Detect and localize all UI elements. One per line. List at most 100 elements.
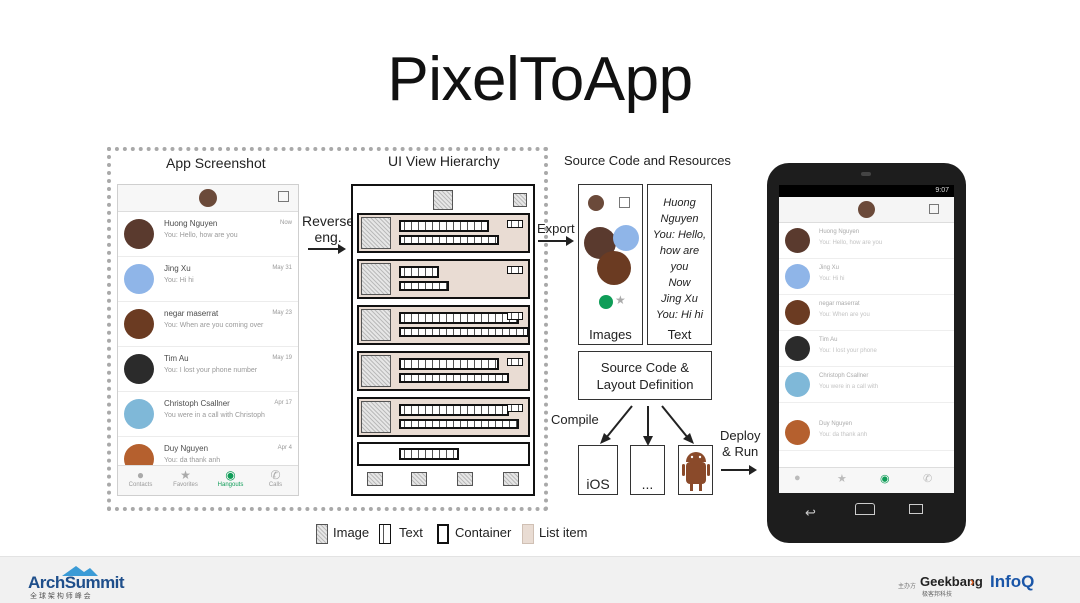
phone-contact-name: Tim Au — [819, 337, 837, 343]
hier-name-text — [399, 358, 499, 370]
legend-image-swatch — [316, 524, 328, 544]
contact-avatar — [124, 219, 154, 249]
hier-date-text — [507, 358, 523, 366]
compile-arrows — [590, 402, 700, 448]
contact-message: You: Hello, how are you — [164, 232, 238, 239]
recents-icon — [909, 504, 923, 514]
hier-date-text — [507, 404, 523, 412]
phone-contact-avatar — [785, 300, 810, 325]
images-box: ★ Images — [578, 184, 643, 345]
contact-date: Apr 17 — [274, 400, 292, 406]
other-target: ... — [630, 445, 665, 495]
phone-contact-avatar — [785, 372, 810, 397]
phone-contact-name: negar maserrat — [819, 301, 860, 307]
hier-last-text — [399, 448, 459, 460]
phone-bottom-nav: ● ★ ◉ ✆ — [779, 467, 954, 493]
hier-avatar-image — [361, 217, 391, 249]
phone-compose-icon — [929, 204, 939, 214]
archsummit-subtitle: 全 球 架 构 师 峰 会 — [30, 591, 91, 601]
status-bar: 9:07 — [779, 185, 954, 197]
phone-toolbar — [779, 197, 954, 223]
phone-contact-avatar — [785, 336, 810, 361]
hier-avatar-image — [361, 401, 391, 433]
hier-date-text — [507, 266, 523, 274]
geekbang-subtitle: 极客邦科技 — [922, 589, 952, 598]
phone-speaker — [861, 172, 871, 176]
phone-nav-contacts-icon: ● — [794, 472, 801, 484]
contact-name: Jing Xu — [164, 264, 191, 273]
res-avatar-2 — [613, 225, 639, 251]
export-label: Export — [537, 221, 575, 236]
contact-name: Tim Au — [164, 354, 189, 363]
hier-message-text — [399, 419, 519, 429]
phone-contact-name: Huong Nguyen — [819, 229, 859, 235]
hier-avatar-image — [361, 355, 391, 387]
app-screenshot: Huong NguyenYou: Hello, how are you NowJi… — [117, 184, 299, 496]
res-star-icon: ★ — [615, 293, 626, 307]
contact-name: negar maserrat — [164, 309, 218, 318]
contact-date: Now — [280, 220, 292, 226]
res-avatar-small — [588, 195, 604, 211]
contact-name: Duy Nguyen — [164, 444, 208, 453]
contact-date: May 23 — [272, 310, 292, 316]
stage-label-source-code: Source Code and Resources — [564, 153, 731, 168]
contact-name: Huong Nguyen — [164, 219, 217, 228]
deploy-run-label: Deploy& Run — [720, 428, 760, 460]
hier-list-item — [357, 213, 530, 253]
hier-nav-image-1 — [367, 472, 383, 486]
contact-avatar — [124, 399, 154, 429]
hier-message-text — [399, 235, 499, 245]
nav-calls: ✆Calls — [253, 468, 298, 488]
phone-contact-name: Jing Xu — [819, 265, 839, 271]
profile-avatar — [199, 189, 217, 207]
legend-listitem-label: List item — [539, 525, 587, 540]
hier-avatar-image — [361, 309, 391, 341]
contact-message: You: When are you coming over — [164, 322, 263, 329]
hier-list-item — [357, 397, 530, 437]
android-target — [678, 445, 713, 495]
hier-message-text — [399, 281, 449, 291]
archsummit-logo: ArchSummit — [28, 573, 124, 593]
ios-target: iOS — [578, 445, 618, 495]
contact-avatar — [124, 264, 154, 294]
phone-nav-hangouts-icon: ◉ — [880, 472, 890, 485]
text-box: Huong Nguyen You: Hello, how are you Now… — [647, 184, 712, 345]
contact-name: Christoph Csallner — [164, 399, 230, 408]
phone-nav-star-icon: ★ — [837, 472, 847, 485]
hier-last-row — [357, 442, 530, 466]
contact-message: You were in a call with Christoph — [164, 412, 265, 419]
phone-contact-message: You: Hello, how are you — [819, 240, 882, 246]
phone-profile-avatar — [858, 201, 875, 218]
deploy-arrow — [721, 469, 755, 471]
phone-contact-message: You were in a call with — [819, 384, 878, 390]
geekbang-arrow-icon: › — [970, 574, 974, 589]
hier-list-item — [357, 259, 530, 299]
hier-name-text — [399, 266, 439, 278]
stage-label-app-screenshot: App Screenshot — [166, 155, 266, 171]
hier-message-text — [399, 327, 529, 337]
contact-row: negar maserratYou: When are you coming o… — [118, 302, 298, 347]
contact-date: May 31 — [272, 265, 292, 271]
hier-name-text — [399, 404, 509, 416]
nav-contacts: ●Contacts — [118, 468, 163, 488]
hier-toolbar-image — [433, 190, 453, 210]
phone-contact-avatar — [785, 420, 810, 445]
images-label: Images — [579, 327, 642, 342]
res-hangouts-icon — [599, 295, 613, 309]
text-items: Huong Nguyen You: Hello, how are you Now… — [648, 195, 711, 323]
android-icon — [682, 450, 710, 492]
phone-contact-name: Christoph Csallner — [819, 373, 868, 379]
res-compose-icon — [619, 197, 630, 208]
back-icon: ↩ — [805, 505, 816, 521]
footer-bar: ArchSummit 全 球 架 构 师 峰 会 主办方 Geekbang › … — [0, 556, 1080, 603]
